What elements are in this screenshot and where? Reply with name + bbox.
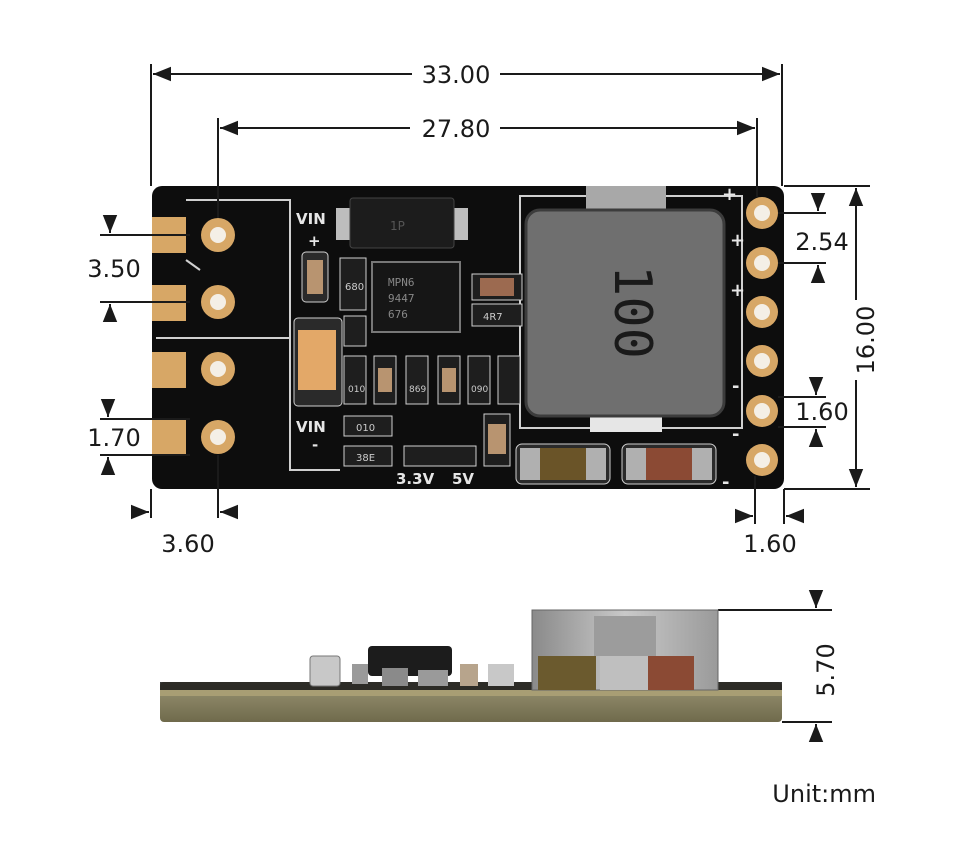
ic-marking-3: 676: [388, 308, 408, 321]
inductor-marking: 100: [602, 265, 662, 359]
pcb-side-view: [160, 609, 782, 722]
dim-pad-span: 27.80: [422, 115, 491, 143]
svg-text:+: +: [730, 280, 745, 301]
dim-pad-offset: 3.60: [161, 530, 214, 558]
res-010-marking: 010: [348, 385, 365, 395]
pcb-top-view: VIN + VIN - 3.3V 5V 1P MPN6 9447 676 680: [152, 184, 784, 493]
left-holes: [201, 218, 235, 454]
svg-text:-: -: [732, 376, 739, 397]
res-090-marking: 090: [471, 385, 488, 395]
dim-header-pad: 1.60: [795, 398, 848, 426]
dimension-lines: [100, 64, 870, 742]
dim-edge-margin: 1.60: [743, 530, 796, 558]
res-680-marking: 680: [345, 282, 364, 293]
inductor: 100: [524, 186, 726, 432]
minus-sign-label: -: [312, 436, 318, 454]
ic-marking-1: MPN6: [388, 276, 415, 289]
res-4r7-marking: 4R7: [483, 312, 503, 323]
passive-components: 680 4R7 010 869 090 010 38E: [293, 251, 717, 485]
opt-5v-label: 5V: [452, 470, 474, 488]
dim-pad-pitch: 3.50: [87, 255, 140, 283]
diode-marking: 1P: [390, 219, 405, 233]
vin-plus-label: VIN: [296, 210, 326, 228]
dim-overall-length: 33.00: [422, 61, 491, 89]
res-869-marking: 869: [409, 385, 426, 395]
unit-label: Unit:mm: [772, 780, 876, 808]
dim-height: 16.00: [852, 306, 880, 375]
plus-sign-label: +: [308, 232, 321, 250]
res-010b-marking: 010: [356, 423, 375, 434]
vin-minus-label: VIN: [296, 418, 326, 436]
ic-chip: MPN6 9447 676: [371, 261, 461, 333]
res-38e-marking: 38E: [356, 453, 375, 464]
right-header-pins: [746, 197, 778, 476]
svg-text:-: -: [732, 424, 739, 445]
right-silk-signs: + + + - - -: [722, 184, 745, 493]
dim-pin-pitch: 2.54: [795, 228, 848, 256]
dim-thickness: 5.70: [812, 643, 840, 696]
svg-text:+: +: [722, 184, 737, 205]
opt-3v3-label: 3.3V: [396, 470, 435, 488]
svg-text:+: +: [730, 230, 745, 251]
ic-marking-2: 9447: [388, 292, 415, 305]
dim-pad-width: 1.70: [87, 424, 140, 452]
diode: 1P: [336, 197, 468, 249]
svg-text:-: -: [722, 472, 729, 493]
